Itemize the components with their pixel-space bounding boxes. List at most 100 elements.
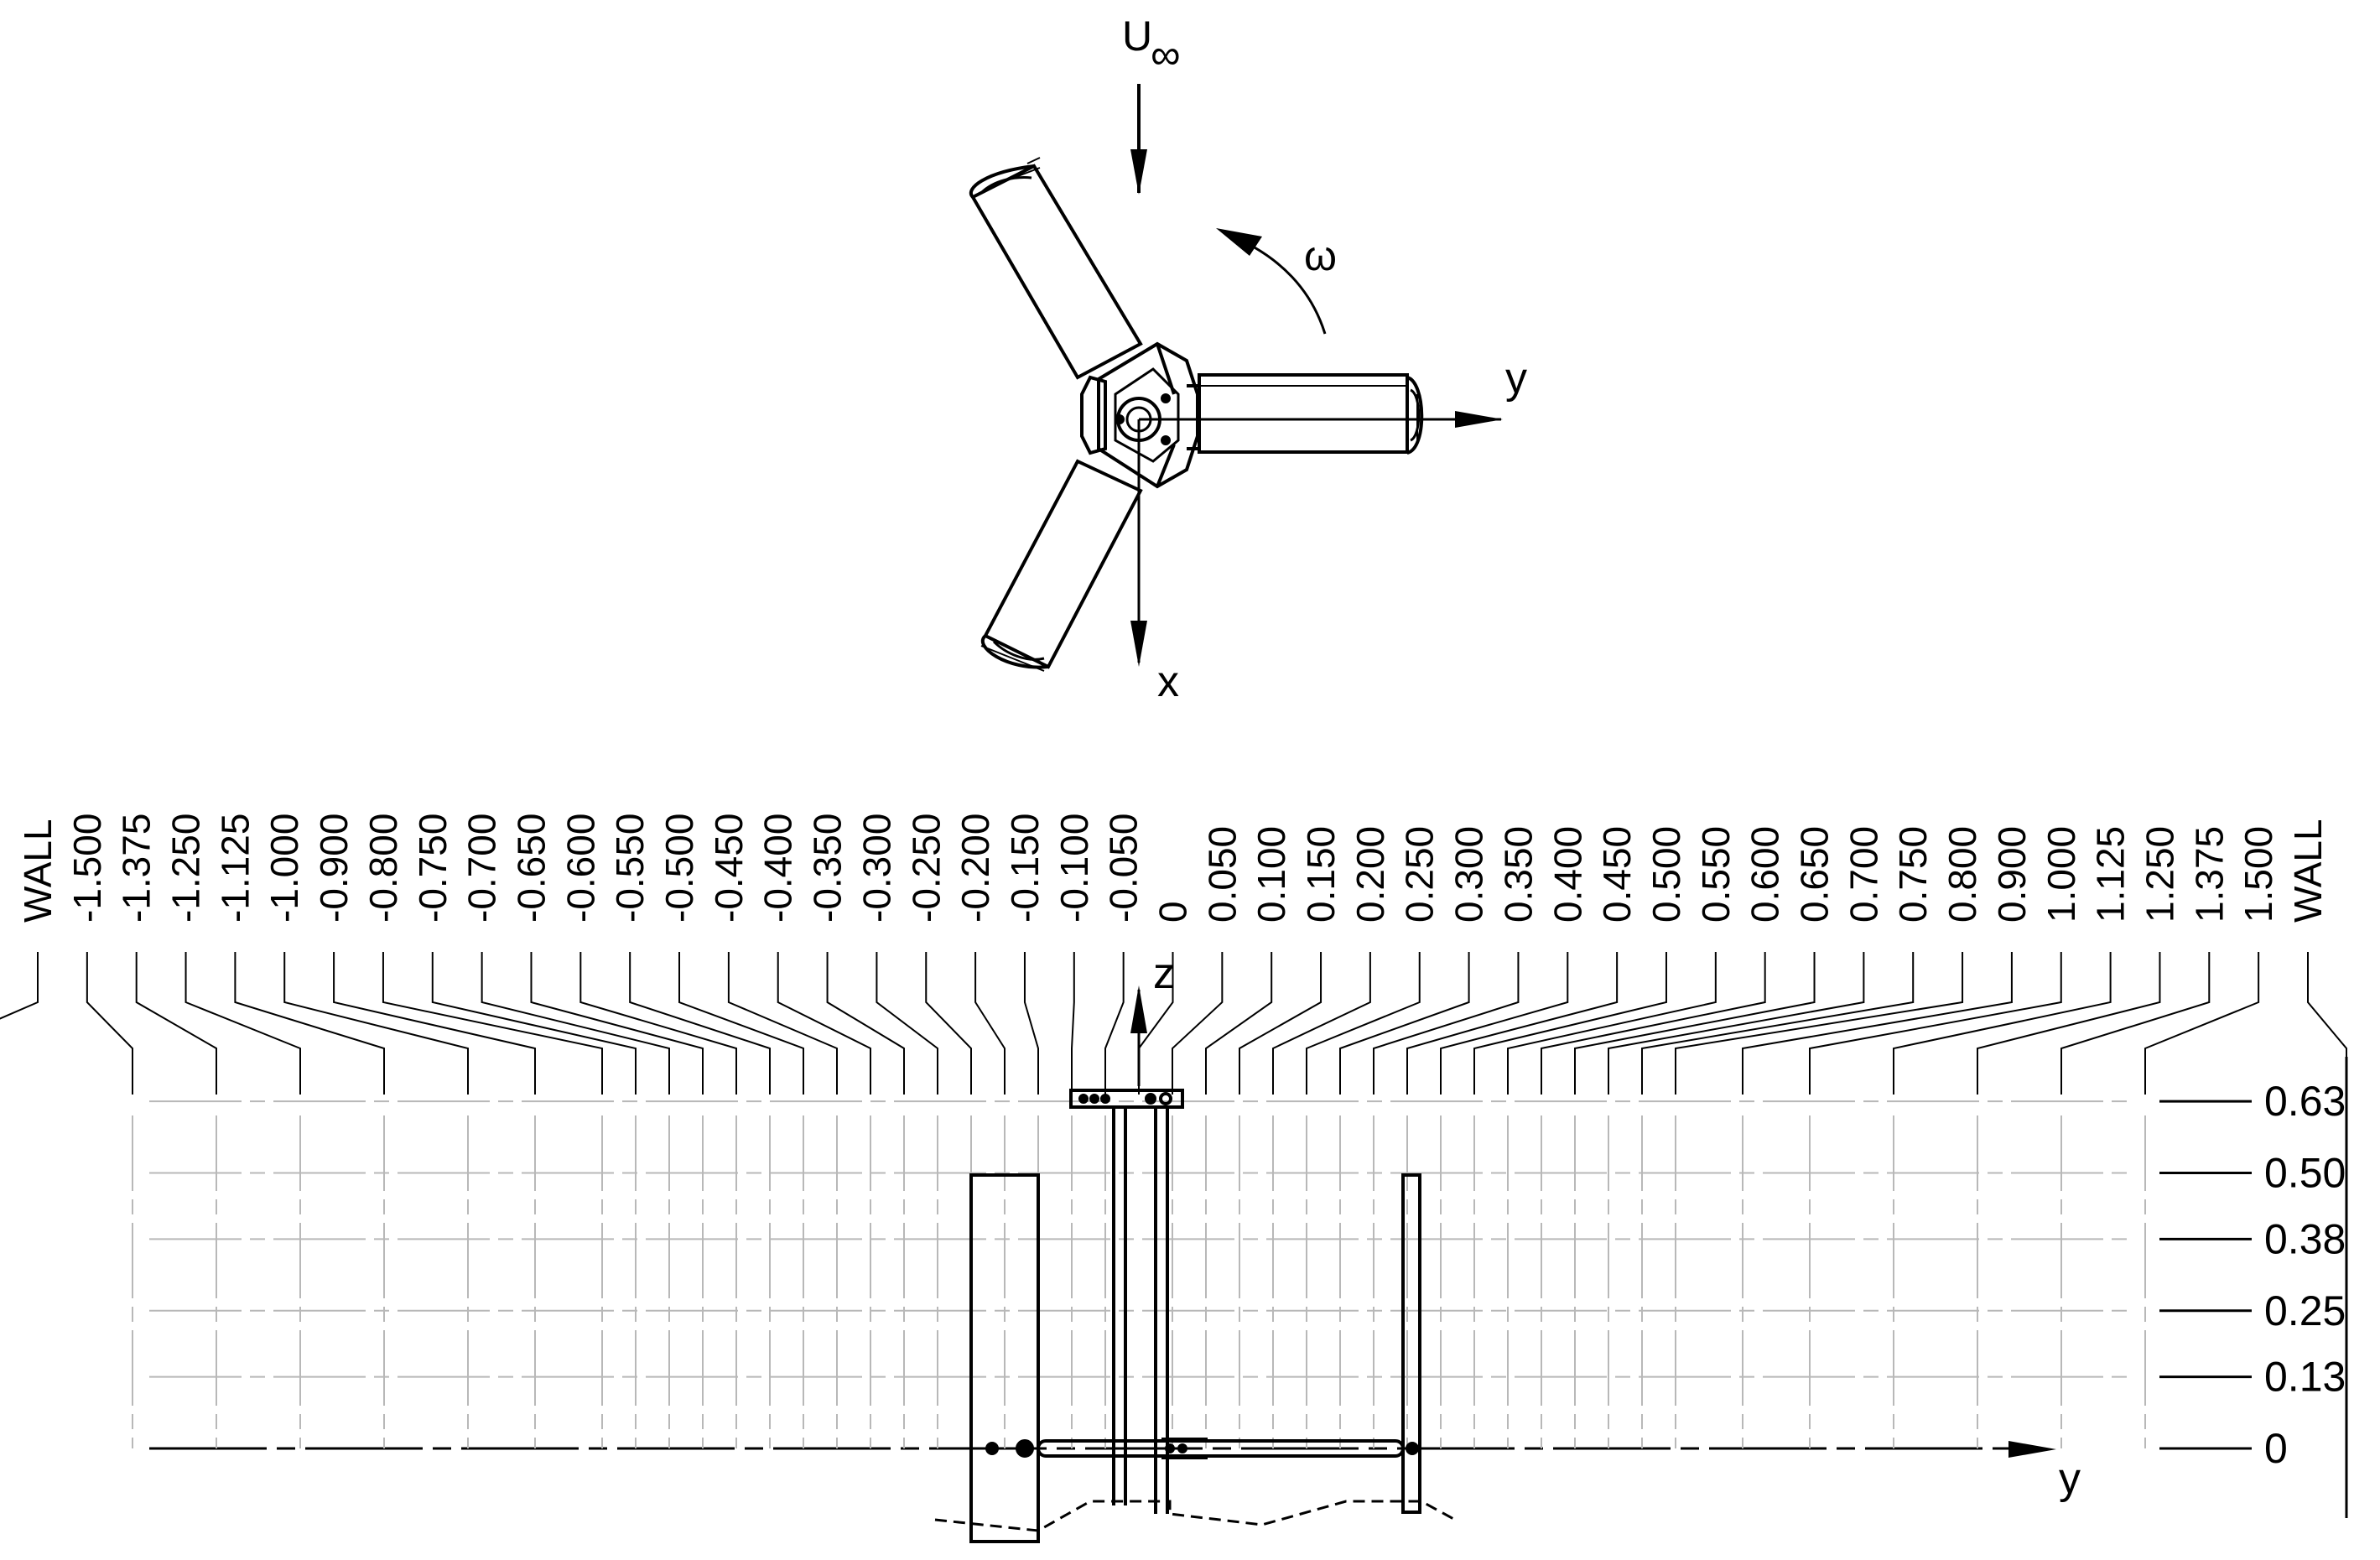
height-label: 0.38: [2264, 1215, 2346, 1262]
station-leader: [727, 952, 838, 1095]
station-leader: [1104, 952, 1125, 1095]
station-label: 0.150: [1299, 826, 1343, 923]
rotor-x-arrowhead: [1130, 621, 1147, 667]
turbine-shaft: [1112, 1105, 1169, 1514]
station-label: -0.350: [806, 814, 850, 923]
station-label: 0.550: [1694, 826, 1738, 923]
station-leader: [382, 952, 603, 1095]
station-label: -0.800: [361, 814, 405, 923]
station-label: 0.500: [1645, 826, 1688, 923]
station-leader: [2144, 952, 2260, 1095]
height-scale: 0.630.500.380.250.130: [2159, 1078, 2346, 1472]
station-leader: [481, 952, 670, 1095]
station-label: 0.100: [1250, 826, 1293, 923]
side-blade-left: [969, 1173, 1040, 1543]
station-leader: [1809, 952, 2062, 1095]
station-leader: [2307, 952, 2347, 1057]
station-leader: [1608, 952, 1865, 1095]
station-leader: [1239, 952, 1323, 1095]
station-label: 0: [1151, 901, 1195, 923]
floor-dashed-line: [934, 1500, 1456, 1532]
height-label: 0: [2264, 1425, 2288, 1472]
station-label: -1.000: [262, 814, 306, 923]
station-label: 1.500: [2237, 826, 2280, 923]
station-leader: [876, 952, 938, 1095]
rotor-plan-view: U ∞ ω: [969, 13, 1527, 706]
station-leader: [1641, 952, 1915, 1095]
station-label: -0.150: [1003, 814, 1047, 923]
freestream-arrowhead: [1130, 149, 1147, 195]
station-leader: [777, 952, 871, 1095]
rotor-x-label: x: [1157, 658, 1179, 706]
station-label: 0.200: [1348, 826, 1392, 923]
station-label: 0.250: [1398, 826, 1442, 923]
side-blade-right: [1401, 1173, 1421, 1514]
station-leader: [1507, 952, 1717, 1095]
station-leader: [579, 952, 737, 1095]
height-label: 0.25: [2264, 1287, 2346, 1334]
measurement-grid: [132, 1057, 2348, 1518]
station-leader: [629, 952, 771, 1095]
station-label: 1.250: [2138, 826, 2181, 923]
top-hub-plate: [1069, 1089, 1184, 1109]
station-leader: [1440, 952, 1619, 1095]
station-leader: [431, 952, 637, 1095]
station-leader: [530, 952, 704, 1095]
station-label: -0.650: [509, 814, 553, 923]
station-label: -0.250: [904, 814, 948, 923]
z-axis: z: [1130, 949, 1175, 1086]
station-label: 0.300: [1447, 826, 1491, 923]
station-label: -1.500: [65, 814, 109, 923]
station-label: 0.050: [1200, 826, 1244, 923]
rotor-blade-right: [1187, 373, 1424, 455]
station-leader: [0, 952, 39, 1020]
station-label: -0.100: [1052, 814, 1096, 923]
rotor-y-label: y: [1505, 354, 1527, 403]
z-axis-label: z: [1153, 949, 1175, 998]
station-leader: [1574, 952, 1816, 1095]
station-leader: [1742, 952, 2013, 1095]
station-label: 0.800: [1941, 826, 1984, 923]
station-leader: [1339, 952, 1470, 1095]
freestream-subscript: ∞: [1151, 31, 1181, 78]
grid-y-axis: y: [2008, 1441, 2081, 1503]
station-label: 0.600: [1743, 826, 1787, 923]
station-label: -1.250: [164, 814, 208, 923]
station-label: 1.125: [2089, 826, 2133, 923]
station-leader: [1977, 952, 2161, 1095]
height-label: 0.63: [2264, 1078, 2346, 1125]
station-label: -0.550: [608, 814, 652, 923]
station-leader: [1172, 952, 1224, 1095]
station-label: 0.400: [1546, 826, 1589, 923]
station-label: WALL: [16, 819, 60, 923]
station-leader: [925, 952, 972, 1095]
station-leader: [1205, 952, 1273, 1095]
station-label: -0.750: [411, 814, 455, 923]
station-label: -0.700: [460, 814, 504, 923]
station-leader: [1023, 952, 1039, 1095]
station-label: 0.900: [1990, 826, 2034, 923]
rotation-arrowhead: [1216, 228, 1262, 256]
freestream-label: U: [1122, 13, 1152, 60]
station-leader: [1406, 952, 1569, 1095]
station-leader: [1473, 952, 1667, 1095]
station-label: 1.375: [2187, 826, 2231, 923]
station-leader: [826, 952, 905, 1095]
station-leader: [1071, 952, 1075, 1095]
station-label: -0.900: [312, 814, 356, 923]
station-leader: [1373, 952, 1520, 1095]
rotor-blade-lower-left: [980, 459, 1143, 672]
station-label: WALL: [2286, 819, 2330, 923]
station-label: 0.650: [1793, 826, 1837, 923]
station-leader: [184, 952, 301, 1095]
station-leaders: [0, 952, 2347, 1095]
station-leader: [1541, 952, 1766, 1095]
station-label: -0.400: [756, 814, 800, 923]
station-label: -1.125: [213, 814, 257, 923]
station-leader: [1272, 952, 1371, 1095]
station-leader: [2060, 952, 2211, 1095]
station-label: -0.600: [559, 814, 602, 923]
station-label: -1.375: [115, 814, 158, 923]
station-label: -0.500: [657, 814, 701, 923]
